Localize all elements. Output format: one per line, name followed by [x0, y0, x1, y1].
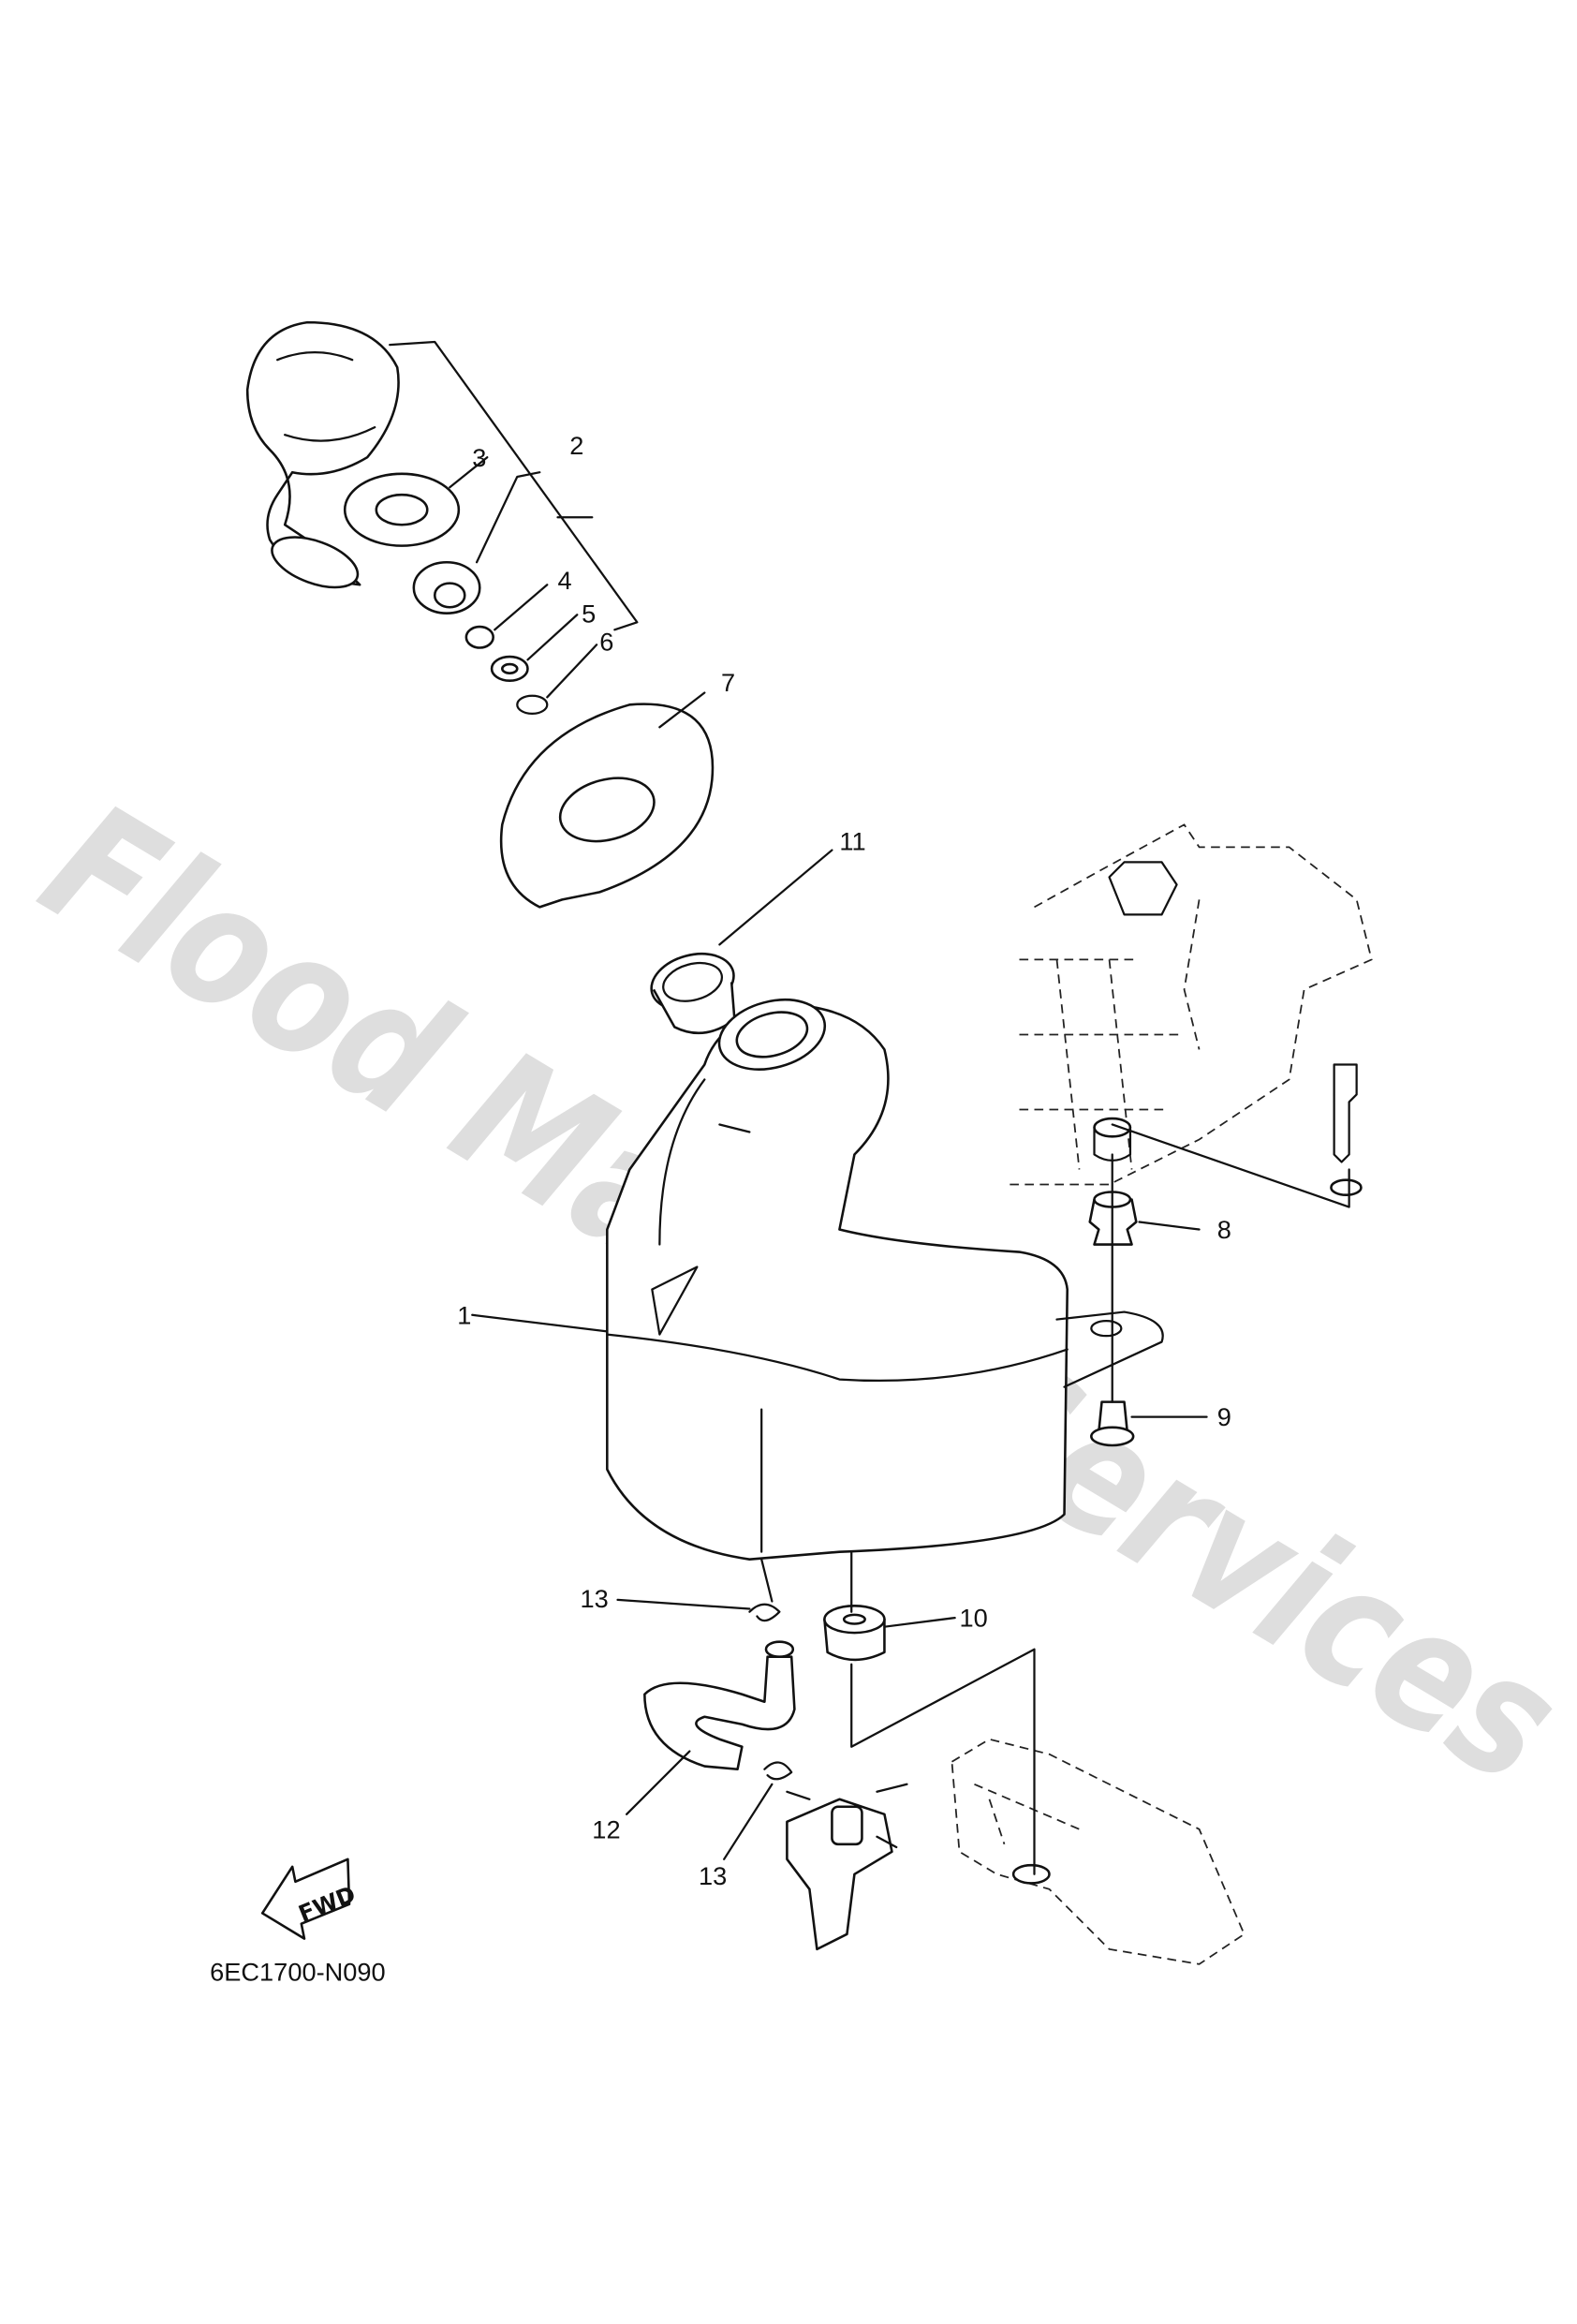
label-7: 7: [721, 668, 735, 697]
label-11: 11: [839, 827, 865, 856]
label-3: 3: [472, 443, 486, 472]
label-13-lower: 13: [699, 1861, 727, 1890]
part-labels: 2 3 4 5 6 7 11 8 1 9 13 10 12 13: [457, 431, 1231, 1890]
clip-upper: [748, 1603, 781, 1622]
fuel-tank: [606, 999, 1164, 1561]
clip-lower: [763, 1761, 793, 1781]
label-4: 4: [558, 566, 572, 595]
leader-lines: [389, 340, 1350, 1875]
fuel-hose: [643, 1640, 796, 1771]
fuel-strainer: [650, 952, 736, 1035]
label-6: 6: [599, 628, 613, 657]
label-5: 5: [582, 599, 596, 628]
fuel-cock: [786, 1783, 908, 1951]
engine-bracket-lower: [951, 1738, 1245, 1965]
label-9: 9: [1217, 1402, 1231, 1431]
label-10: 10: [959, 1604, 987, 1633]
fuel-cap: [245, 320, 549, 716]
tank-cover: [499, 703, 715, 909]
collar-9: [1090, 1400, 1135, 1447]
label-2: 2: [569, 431, 583, 460]
grommet-10: [823, 1605, 886, 1662]
label-8: 8: [1217, 1215, 1231, 1244]
diagram-code: 6EC1700-N090: [210, 1957, 386, 1986]
label-1: 1: [457, 1300, 471, 1329]
label-13-upper: 13: [581, 1584, 609, 1613]
label-12: 12: [592, 1814, 620, 1843]
fwd-arrow-icon: FWD: [260, 1858, 360, 1940]
engine-bracket-upper: [1004, 823, 1373, 1196]
